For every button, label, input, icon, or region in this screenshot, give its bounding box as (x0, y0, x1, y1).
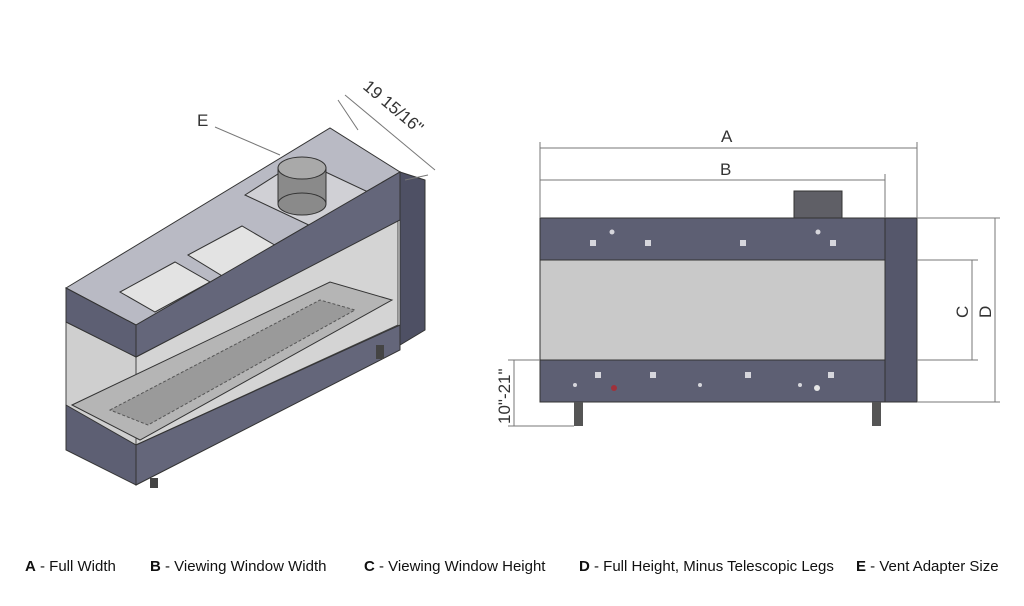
front-indicator (814, 385, 820, 391)
iso-leg (150, 478, 158, 488)
legend-item-b: B - Viewing Window Width (150, 558, 326, 575)
dim-d-label: D (976, 306, 995, 318)
legend-text: - Viewing Window Width (160, 558, 327, 575)
dim-b-label: B (720, 160, 731, 179)
iso-end-wall (399, 171, 426, 346)
front-top-band (539, 217, 886, 261)
legend-text: - Full Height, Minus Telescopic Legs (589, 558, 834, 575)
legend-item-c: C - Viewing Window Height (364, 558, 545, 575)
legend-item-d: D - Full Height, Minus Telescopic Legs (579, 558, 834, 575)
iso-label-e: E (197, 111, 208, 130)
legend-letter: E (856, 558, 867, 575)
legend-letter: D (579, 558, 590, 575)
iso-depth-label: 19 15/16" (359, 77, 427, 138)
legend-text: - Viewing Window Height (374, 558, 546, 575)
front-bottom-band (539, 359, 886, 403)
front-view: A B C D 10"-21" (495, 127, 1000, 427)
front-leg-left (574, 402, 583, 426)
iso-depth-ext2 (404, 174, 429, 181)
legend: A - Full Width B - Viewing Window Width … (0, 558, 1024, 582)
isometric-view: E 19 15/16" (64, 77, 436, 488)
front-viewing-window (539, 259, 886, 361)
legend-text: - Full Width (35, 558, 116, 575)
legend-letter: A (25, 558, 36, 575)
iso-bottom-long-wall (135, 324, 401, 486)
iso-depth-ext1 (337, 99, 359, 131)
front-leg-right (872, 402, 881, 426)
front-end-panel (884, 217, 918, 403)
legend-item-a: A - Full Width (25, 558, 116, 575)
iso-depth-dimline (344, 94, 436, 171)
dim-a-label: A (721, 127, 733, 146)
legend-letter: B (150, 558, 161, 575)
legend-letter: C (364, 558, 375, 575)
legend-text: - Vent Adapter Size (866, 558, 999, 575)
front-indicator (611, 385, 617, 391)
front-band-holes (573, 229, 836, 387)
front-vent-collar (793, 190, 843, 219)
iso-leg (376, 345, 384, 359)
legend-item-e: E - Vent Adapter Size (856, 558, 999, 575)
iso-burner-media (108, 299, 357, 426)
iso-vent-collar (277, 156, 327, 216)
dim-leg-label: 10"-21" (495, 368, 514, 424)
dim-c-label: C (953, 306, 972, 318)
iso-e-leader (214, 126, 281, 156)
